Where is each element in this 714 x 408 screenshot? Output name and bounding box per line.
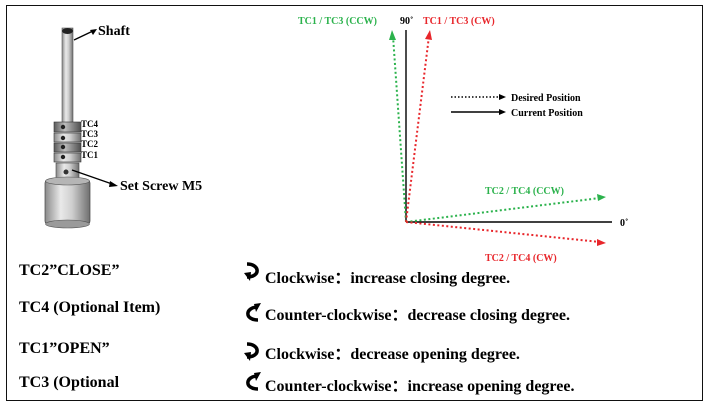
tc1-tc3-cw-arrowhead	[425, 30, 432, 40]
figure-frame	[6, 5, 703, 401]
tc2-label: TC2	[81, 139, 99, 149]
tc1-label: TC1	[81, 150, 99, 160]
counter-clockwise-icon	[246, 372, 261, 391]
legend-current-arrowhead	[499, 109, 506, 115]
instruction-label-tc4: TC4 (Optional Item)	[19, 299, 161, 316]
instruction-text-tc4: Counter-clockwise：decrease closing degre…	[265, 307, 570, 324]
instruction-text-tc3: Counter-clockwise：increase opening degre…	[265, 378, 575, 395]
legend-desired-label: Desired Position	[511, 93, 581, 104]
clockwise-icon	[244, 342, 259, 361]
tc2-tc4-ccw-label: TC2 / TC4 (CCW)	[485, 186, 564, 197]
instruction-label-tc2: TC2”CLOSE”	[19, 262, 120, 279]
tc4-label: TC4	[81, 119, 99, 129]
tc2-tc4-cw-arrowhead	[597, 239, 606, 246]
instruction-text-tc1: Clockwise：decrease opening degree.	[265, 346, 520, 363]
instruction-text-tc2: Clockwise：increase closing degree.	[265, 270, 511, 287]
shaft-pointer-arrow	[73, 29, 97, 41]
tc2-tc4-ccw-arrowhead	[597, 194, 606, 201]
angle-90-label: 90˚	[400, 16, 413, 27]
angle-diagram: 90˚ 0˚ TC1 / TC3 (CCW) TC1 / TC3 (CW) TC…	[298, 16, 628, 264]
tc2-tc4-cw-line	[405, 221, 601, 243]
tc1-tc3-ccw-line	[392, 35, 407, 223]
instruction-label-tc3: TC3 (Optional	[19, 374, 120, 391]
clockwise-icon	[244, 262, 259, 281]
tc3-label: TC3	[81, 129, 99, 139]
legend: Desired Position Current Position	[451, 93, 583, 119]
tc2-tc4-cw-label: TC2 / TC4 (CW)	[485, 253, 557, 264]
tc1-tc3-ccw-arrowhead	[389, 30, 396, 40]
instruction-label-tc1: TC1”OPEN”	[19, 340, 110, 357]
tc2-tc4-ccw-line	[405, 197, 601, 223]
set-screw-label: Set Screw M5	[120, 179, 202, 194]
counter-clockwise-icon	[246, 303, 261, 322]
legend-desired-arrowhead	[499, 94, 506, 100]
tc1-tc3-ccw-label: TC1 / TC3 (CCW)	[298, 16, 377, 27]
shaft-assembly-illustration	[44, 27, 91, 229]
set-screw-pointer-arrow	[71, 169, 118, 187]
tc1-tc3-cw-label: TC1 / TC3 (CW)	[423, 16, 495, 27]
legend-current-label: Current Position	[511, 108, 583, 119]
angle-0-label: 0˚	[620, 218, 628, 229]
shaft-label: Shaft	[98, 24, 130, 39]
tc1-tc3-cw-line	[405, 35, 430, 223]
